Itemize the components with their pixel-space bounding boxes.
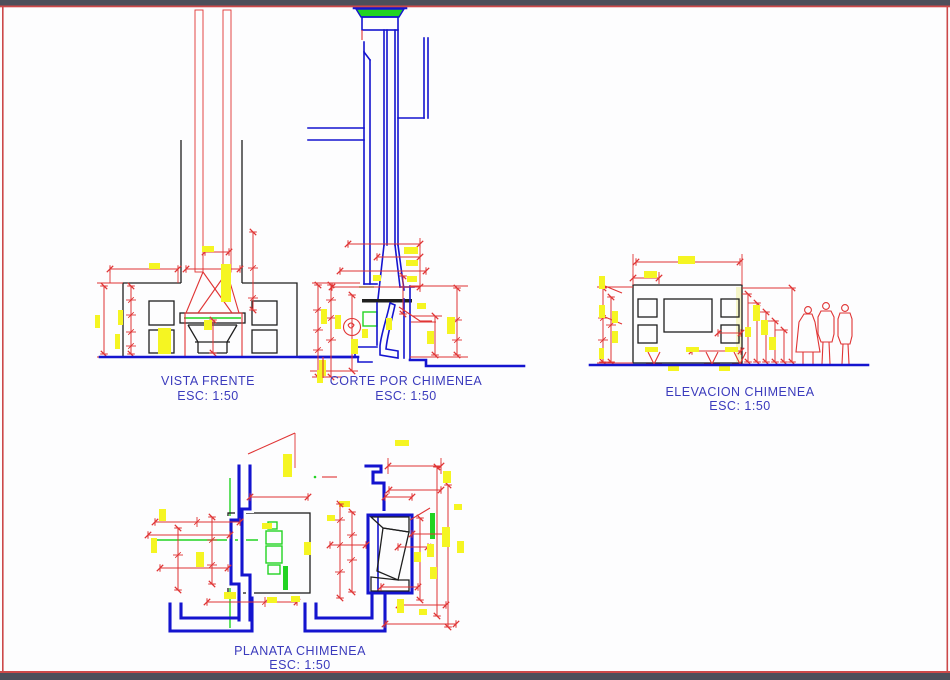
stray-marks (319, 357, 326, 378)
people-figures (795, 302, 853, 365)
floor-right (408, 358, 526, 368)
corte-scale: ESC: 1:50 (375, 389, 436, 403)
frame-left-line (2, 5, 4, 672)
corte-title: CORTE POR CHIMENEA (330, 374, 483, 388)
frame-top-bar (0, 0, 950, 6)
corte-highlights (317, 247, 455, 383)
plan-right-highlights (395, 440, 464, 615)
wall-line (240, 464, 252, 622)
frame-top-line (0, 5, 950, 8)
bottom-wall (303, 591, 387, 633)
planta-title: PLANATA CHIMENEA (234, 644, 366, 658)
corte-view: CORTE POR CHIMENEA ESC: 1:50 (298, 6, 526, 403)
elevacion-title: ELEVACION CHIMENEA (665, 385, 814, 399)
elevacion-view: ELEVACION CHIMENEA ESC: 1:50 (588, 254, 870, 413)
vista-frente-title: VISTA FRENTE (161, 374, 255, 388)
firebox-plan-outline (366, 513, 414, 595)
flue-plan (265, 545, 283, 564)
wall-line (229, 464, 241, 622)
wall-line (364, 464, 386, 517)
detail-bubble (342, 317, 362, 337)
ground-step (357, 356, 373, 363)
corte-dimensions (310, 238, 468, 381)
lintel (362, 299, 412, 303)
front-highlights (95, 246, 231, 354)
elevation-outline (632, 284, 743, 364)
vista-frente-scale: ESC: 1:50 (177, 389, 238, 403)
smoke-chamber-band (379, 301, 399, 359)
plan-left-highlights (151, 454, 350, 603)
planta-scale: ESC: 1:50 (269, 658, 330, 672)
frame-bottom-bar (0, 673, 950, 680)
vista-frente-view: VISTA FRENTE ESC: 1:50 (95, 9, 373, 403)
frame-right-line (946, 5, 949, 672)
plan-right-detail (303, 440, 464, 633)
elevation-highlights (599, 256, 776, 371)
chimney-cap (352, 6, 408, 40)
bottom-wall (168, 596, 254, 633)
frame-bottom-line (0, 671, 950, 673)
flue-plan (265, 530, 283, 545)
elevacion-scale: ESC: 1:50 (709, 399, 770, 413)
plan-left-detail (144, 432, 350, 633)
planta-view: PLANATA CHIMENEA ESC: 1:50 (144, 432, 464, 672)
